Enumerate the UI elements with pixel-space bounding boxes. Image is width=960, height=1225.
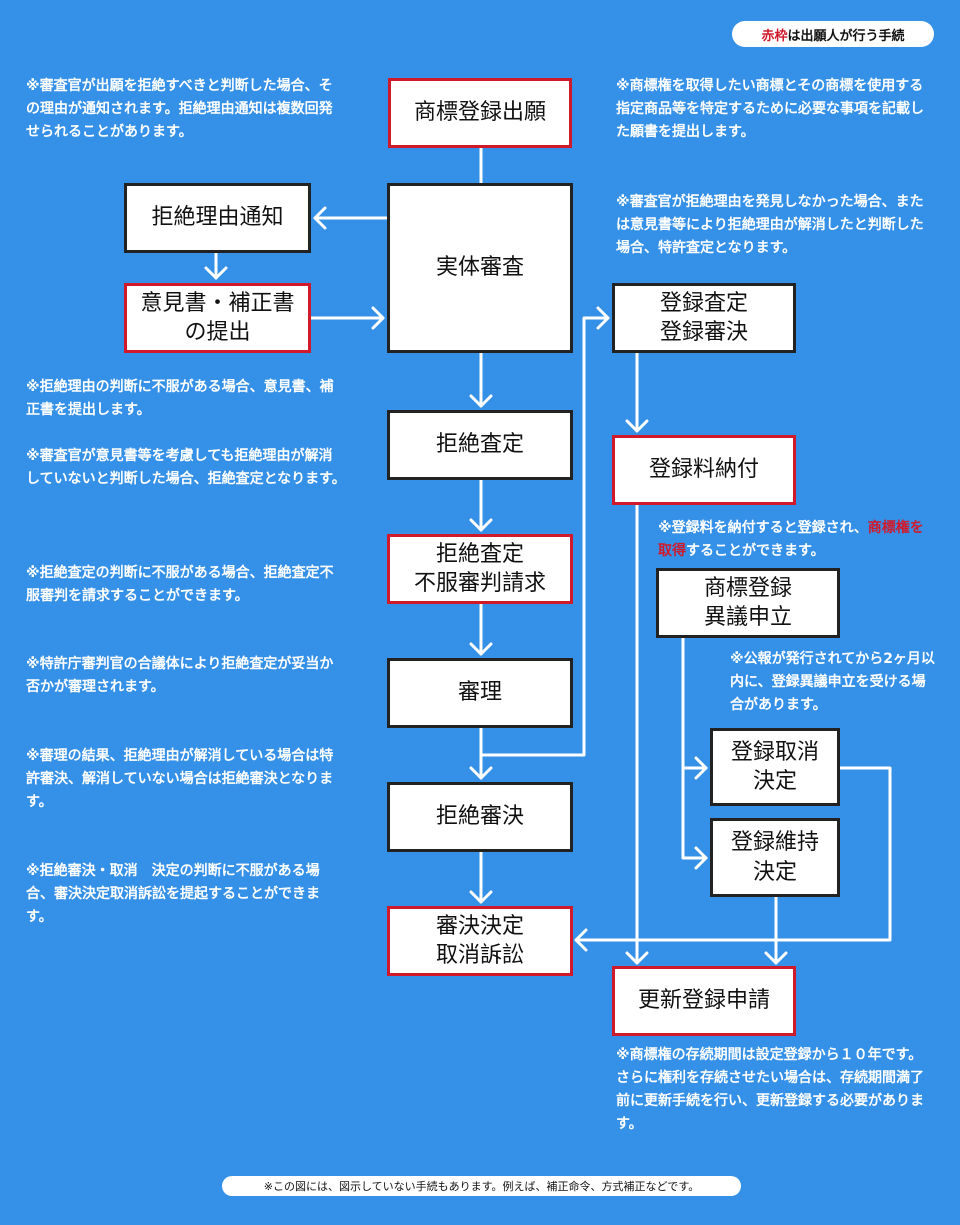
legend-red-label: 赤枠 [761,25,787,44]
box-refusal-notice: 拒絶理由通知 [124,183,311,253]
note-lawsuit: ※拒絶審決・取消 決定の判断に不服がある場合、審決決定取消訴訟を提起することがで… [26,860,346,929]
note-fee-text-1: ※登録料を納付すると登録され、 [658,520,868,536]
note-opinion: ※拒絶理由の判断に不服がある場合、意見書、補正書を提出します。 [26,376,346,422]
box-lawsuit: 審決決定 取消訴訟 [387,906,573,976]
box-renewal: 更新登録申請 [612,966,796,1036]
note-application: ※商標権を取得したい商標とその商標を使用する指定商品等を特定するために必要な事項… [616,75,936,144]
box-application: 商標登録出願 [388,78,572,148]
note-fee: ※登録料を納付すると登録され、商標権を取得することができます。 [658,517,936,563]
box-trial: 審理 [387,658,573,728]
note-appeal: ※拒絶査定の判断に不服がある場合、拒絶査定不服審判を請求することができます。 [26,562,346,608]
box-rejection-trial: 拒絶審決 [387,782,573,852]
note-trial: ※特許庁審判官の合議体により拒絶査定が妥当か否かが審理されます。 [26,653,346,699]
note-fee-text-2: することができます。 [686,543,825,559]
box-registration-decision: 登録査定 登録審決 [612,283,796,353]
box-appeal: 拒絶査定 不服審判請求 [387,534,573,604]
note-renewal: ※商標権の存続期間は設定登録から１０年です。さらに権利を存続させたい場合は、存続… [616,1044,936,1136]
box-cancel: 登録取消 決定 [710,728,840,806]
footer-note: ※この図には、図示していない手続もあります。例えば、補正命令、方式補正などです。 [222,1176,741,1196]
legend-badge: 赤枠は出願人が行う手続 [732,21,934,47]
note-refusal-decision: ※審査官が意見書等を考慮しても拒絶理由が解消していないと判断した場合、拒絶査定と… [26,445,346,491]
box-opposition: 商標登録 異議申立 [656,568,840,638]
note-exam-result: ※審査官が拒絶理由を発見しなかった場合、または意見書等により拒絶理由が解消したと… [616,191,936,260]
note-trial-result: ※審理の結果、拒絶理由が解消している場合は特許審決、解消していない場合は拒絶審決… [26,745,346,814]
box-refusal-decision: 拒絶査定 [387,410,573,480]
box-opinion: 意見書・補正書 の提出 [124,283,311,353]
note-refusal-notice: ※審査官が出願を拒絶すべきと判断した場合、その理由が通知されます。拒絶理由通知は… [26,75,346,144]
box-fee: 登録料納付 [612,435,796,505]
note-opposition: ※公報が発行されてから2ヶ月以内に、登録異議申立を受ける場合があります。 [730,648,936,717]
legend-label: は出願人が行う手続 [788,25,905,44]
box-exam: 実体審査 [387,183,573,353]
box-maintain: 登録維持 決定 [710,818,840,897]
